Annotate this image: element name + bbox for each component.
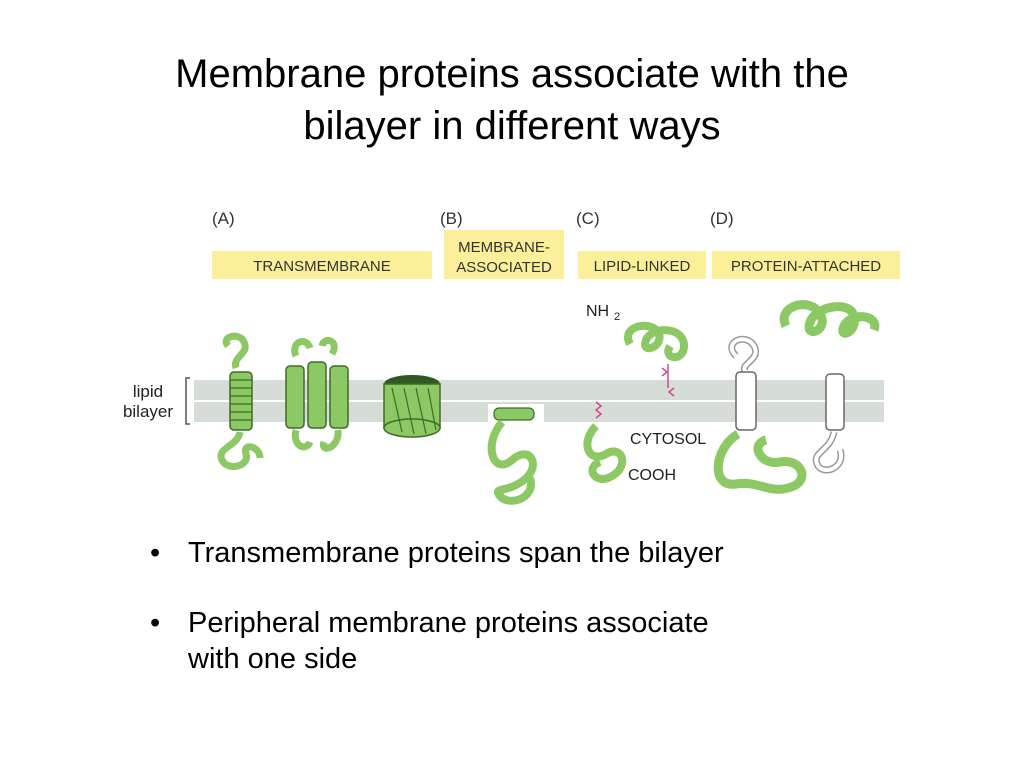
bullet-text: Transmembrane proteins span the bilayer bbox=[188, 537, 724, 569]
bullet-dot-icon: • bbox=[150, 537, 161, 569]
bullet-list: • Transmembrane proteins span the bilaye… bbox=[150, 535, 870, 711]
banner-membrane-associated bbox=[444, 230, 564, 279]
bullet-item-transmembrane: • Transmembrane proteins span the bilaye… bbox=[150, 535, 870, 571]
protein-attached-complex-right bbox=[779, 300, 880, 474]
bullet-text-line2: with one side bbox=[188, 643, 358, 675]
panel-d-letter: (D) bbox=[710, 209, 734, 228]
membrane-associated-protein bbox=[487, 404, 544, 505]
multipass-transmembrane-protein bbox=[285, 337, 349, 452]
single-pass-transmembrane-protein bbox=[217, 332, 264, 471]
bilayer-label-line1: lipid bbox=[133, 382, 163, 401]
cytosol-label: CYTOSOL bbox=[630, 431, 706, 448]
banner-lipid-linked-label: LIPID-LINKED bbox=[594, 258, 691, 275]
figure-drawing: (A) (B) (C) (D) TRANSMEMBRANE MEMBRANE- … bbox=[123, 209, 900, 505]
banner-membrane-associated-line1: MEMBRANE- bbox=[458, 239, 550, 256]
bullet-dot-icon: • bbox=[150, 607, 161, 639]
lipid-linked-proteins bbox=[583, 321, 689, 483]
banner-protein-attached bbox=[712, 251, 900, 279]
panel-a-letter: (A) bbox=[212, 209, 235, 228]
cooh-label: COOH bbox=[628, 467, 676, 484]
nh2-subscript: 2 bbox=[614, 311, 620, 323]
panel-b-letter: (B) bbox=[440, 209, 463, 228]
protein-attached-complex-left bbox=[713, 335, 807, 494]
title-line-2: bilayer in different ways bbox=[303, 104, 721, 148]
slide-title: Membrane proteins associate with the bil… bbox=[0, 48, 1024, 152]
title-line-1: Membrane proteins associate with the bbox=[175, 52, 849, 96]
panel-c-letter: (C) bbox=[576, 209, 600, 228]
beta-barrel-protein bbox=[383, 375, 441, 438]
bilayer-bracket bbox=[185, 377, 190, 425]
bullet-item-peripheral: • Peripheral membrane proteins associate… bbox=[150, 605, 870, 677]
banner-protein-attached-label: PROTEIN-ATTACHED bbox=[731, 258, 881, 275]
banner-transmembrane-label: TRANSMEMBRANE bbox=[253, 258, 391, 275]
banner-lipid-linked bbox=[578, 251, 706, 279]
nh2-label: NH bbox=[586, 303, 609, 320]
membrane-protein-figure: (A) (B) (C) (D) TRANSMEMBRANE MEMBRANE- … bbox=[110, 196, 910, 516]
banner-transmembrane bbox=[212, 251, 432, 279]
bullet-text-line1: Peripheral membrane proteins associate bbox=[188, 607, 709, 639]
bilayer-label-line2: bilayer bbox=[123, 402, 173, 421]
banner-membrane-associated-line2: ASSOCIATED bbox=[456, 259, 552, 276]
